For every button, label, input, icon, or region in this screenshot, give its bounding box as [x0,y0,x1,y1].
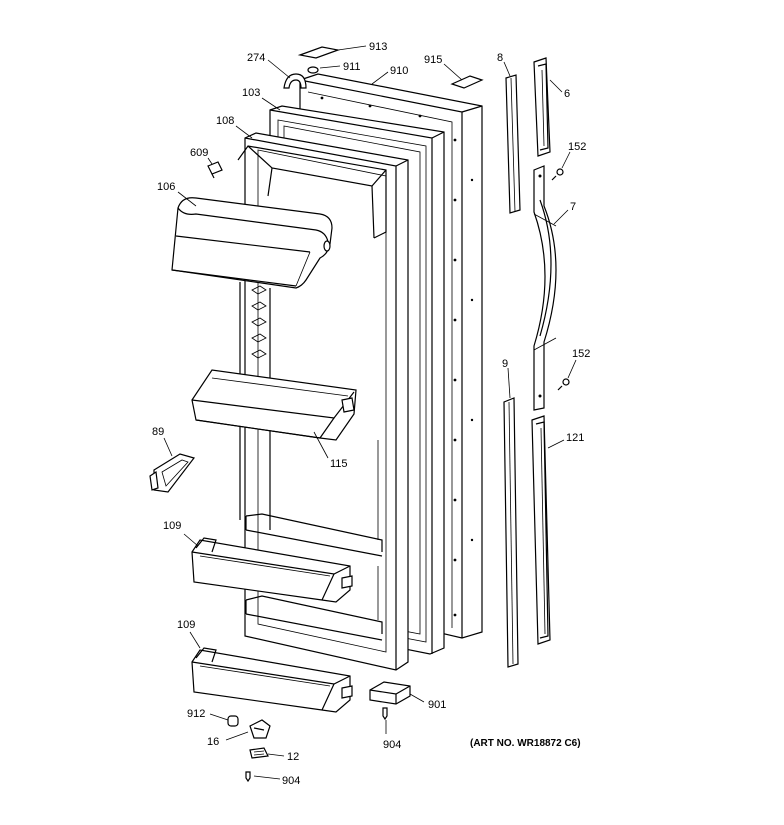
handle-cap-lower [531,415,551,645]
label-901: 901 [428,699,446,711]
leader-lines [163,45,577,780]
door-bin-middle [191,537,353,603]
label-152-lower: 152 [572,348,590,360]
screw-lower [557,378,570,391]
label-6: 6 [564,88,570,100]
label-109-upper: 109 [163,520,181,532]
label-911: 911 [343,61,361,73]
label-115: 115 [330,458,348,470]
label-16: 16 [207,736,219,748]
small-clip [207,161,223,179]
top-trim-strip [450,75,484,89]
label-109-lower: 109 [177,619,195,631]
bottom-bracket [369,681,411,705]
drip-tray [149,453,196,493]
label-8: 8 [497,52,503,64]
door-bin-upper [191,369,357,441]
label-106: 106 [157,181,175,193]
trim-strip-upper [505,74,521,214]
door-handle [533,165,557,411]
label-913: 913 [369,41,387,53]
label-7: 7 [570,201,576,213]
bottom-hardware [227,707,388,783]
label-609: 609 [190,147,208,159]
label-121: 121 [566,432,584,444]
dispenser-cover [171,197,333,289]
label-904-lower: 904 [282,775,300,787]
art-number: (ART NO. WR18872 C6) [470,738,581,749]
label-108: 108 [216,115,234,127]
label-910: 910 [390,65,408,77]
screw-upper [551,168,564,181]
label-152-upper: 152 [568,141,586,153]
label-915: 915 [424,54,442,66]
label-103: 103 [242,87,260,99]
label-9: 9 [502,358,508,370]
label-912: 912 [187,708,205,720]
trim-strip-lower [503,397,519,668]
label-12: 12 [287,751,299,763]
handle-cap-upper [533,57,551,157]
label-274: 274 [247,52,265,64]
door-bin-lower [191,647,353,713]
label-89: 89 [152,426,164,438]
label-904-right: 904 [383,739,401,751]
